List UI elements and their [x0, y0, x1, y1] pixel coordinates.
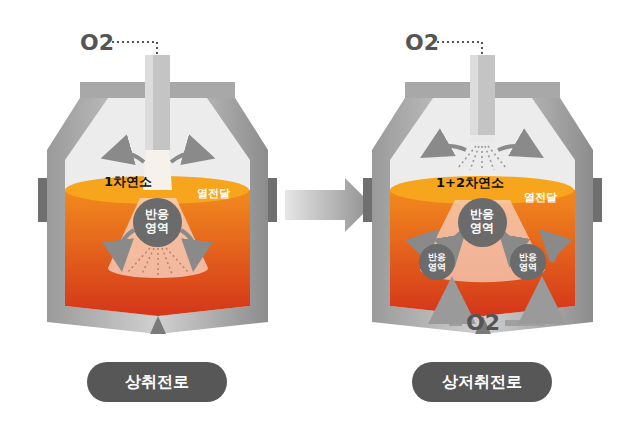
- converter-name-pill: 상취전로: [87, 362, 227, 402]
- oxygen-label: O2: [405, 30, 439, 55]
- node-text: 상취전로: [125, 373, 189, 391]
- node-text: 상저취전로: [442, 373, 522, 391]
- converter-name-pill: 상저취전로: [412, 362, 552, 402]
- node-text: 반응 영역: [425, 252, 449, 273]
- oxygen-label: O2: [466, 310, 500, 335]
- reaction-zone-circle: 반응 영역: [458, 198, 507, 247]
- node-text: 반응 영역: [465, 208, 500, 236]
- heat-transfer-label: 열전달: [524, 190, 557, 205]
- reaction-zone-circle: 반응 영역: [133, 198, 182, 247]
- reaction-zone-circle: 반응 영역: [510, 244, 546, 280]
- reaction-zone-circle: 반응 영역: [419, 244, 455, 280]
- node-text: 반응 영역: [140, 208, 175, 236]
- heat-transfer-label: 열전달: [197, 186, 230, 201]
- combustion-label: 1차연소: [104, 173, 152, 191]
- combustion-label: 1+2차연소: [436, 174, 504, 192]
- oxygen-label: O2: [80, 30, 114, 55]
- node-text: 반응 영역: [516, 252, 540, 273]
